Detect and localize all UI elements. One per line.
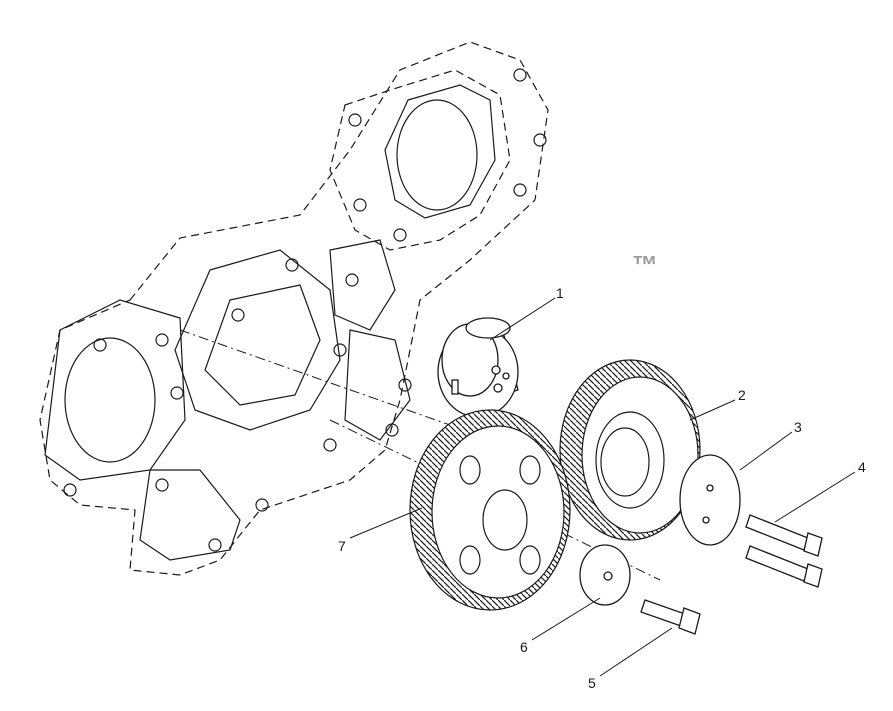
thrust-washer-plate: [679, 454, 741, 546]
callout-3: 3: [794, 419, 802, 435]
callout-2: 2: [738, 387, 746, 403]
trademark-symbol: ™: [632, 250, 658, 280]
engine-housing: [39, 41, 549, 576]
washer: [579, 544, 631, 606]
flange-bolt-pair: [745, 514, 823, 588]
flange-bolt: [640, 599, 701, 635]
callout-labels: 1 2 3 4 5 6 7: [338, 285, 866, 691]
watermark: ™: [632, 250, 658, 280]
callout-5: 5: [588, 675, 596, 691]
idler-shaft-hub: [437, 317, 519, 418]
large-gear: [409, 409, 571, 611]
callout-leaders: [349, 297, 856, 677]
callout-6: 6: [520, 639, 528, 655]
callout-7: 7: [338, 538, 346, 554]
callout-4: 4: [858, 459, 866, 475]
callout-1: 1: [556, 285, 564, 301]
idler-gear: [559, 359, 701, 541]
